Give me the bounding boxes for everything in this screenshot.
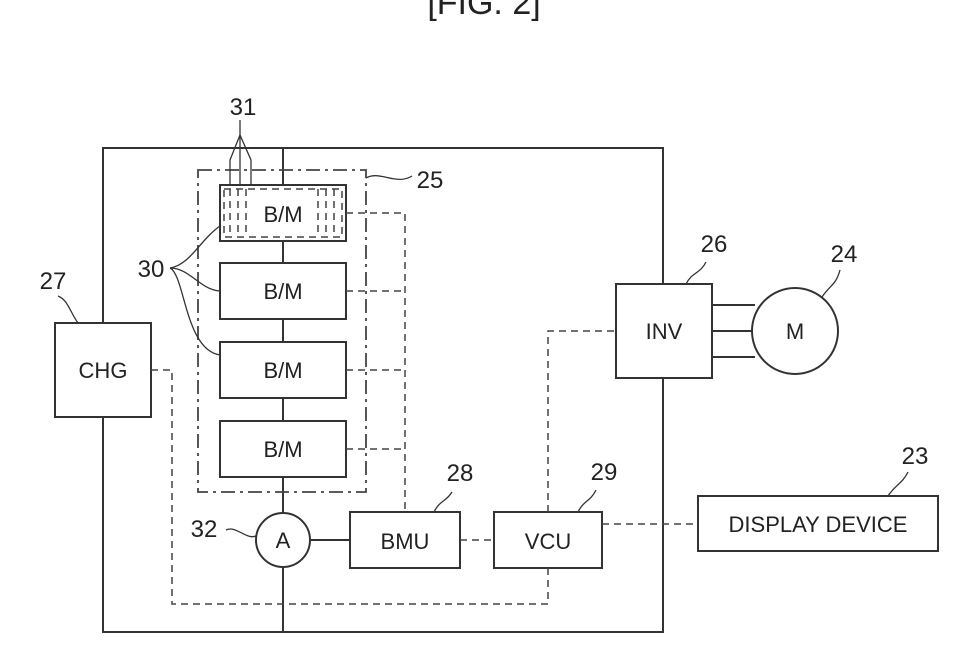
bmu-label: BMU — [381, 529, 430, 554]
three-phase-lines — [712, 305, 755, 357]
ammeter-label: A — [276, 528, 291, 553]
ref-charger: 27 — [40, 268, 67, 295]
ref-inverter: 26 — [701, 231, 728, 258]
battery-module-3-label: B/M — [263, 358, 302, 383]
battery-module-2-label: B/M — [263, 279, 302, 304]
ref-battery-modules: 30 — [138, 256, 165, 283]
ref-motor: 24 — [831, 241, 858, 268]
battery-module-1-label: B/M — [263, 202, 302, 227]
charger-label: CHG — [79, 358, 128, 383]
ref-ammeter: 32 — [191, 516, 218, 543]
battery-module-4-label: B/M — [263, 437, 302, 462]
vcu-label: VCU — [525, 529, 571, 554]
ref-bmu: 28 — [447, 460, 474, 487]
figure-title: [FIG. 2] — [427, 0, 540, 22]
inverter-label: INV — [646, 319, 683, 344]
motor-label: M — [786, 319, 804, 344]
ref-display: 23 — [902, 443, 929, 470]
ref-pack: 25 — [417, 167, 444, 194]
ref-vcu: 29 — [591, 459, 618, 486]
module-signal-bus — [346, 213, 405, 512]
ref-cells: 31 — [230, 94, 257, 121]
display-device-label: DISPLAY DEVICE — [729, 512, 908, 537]
